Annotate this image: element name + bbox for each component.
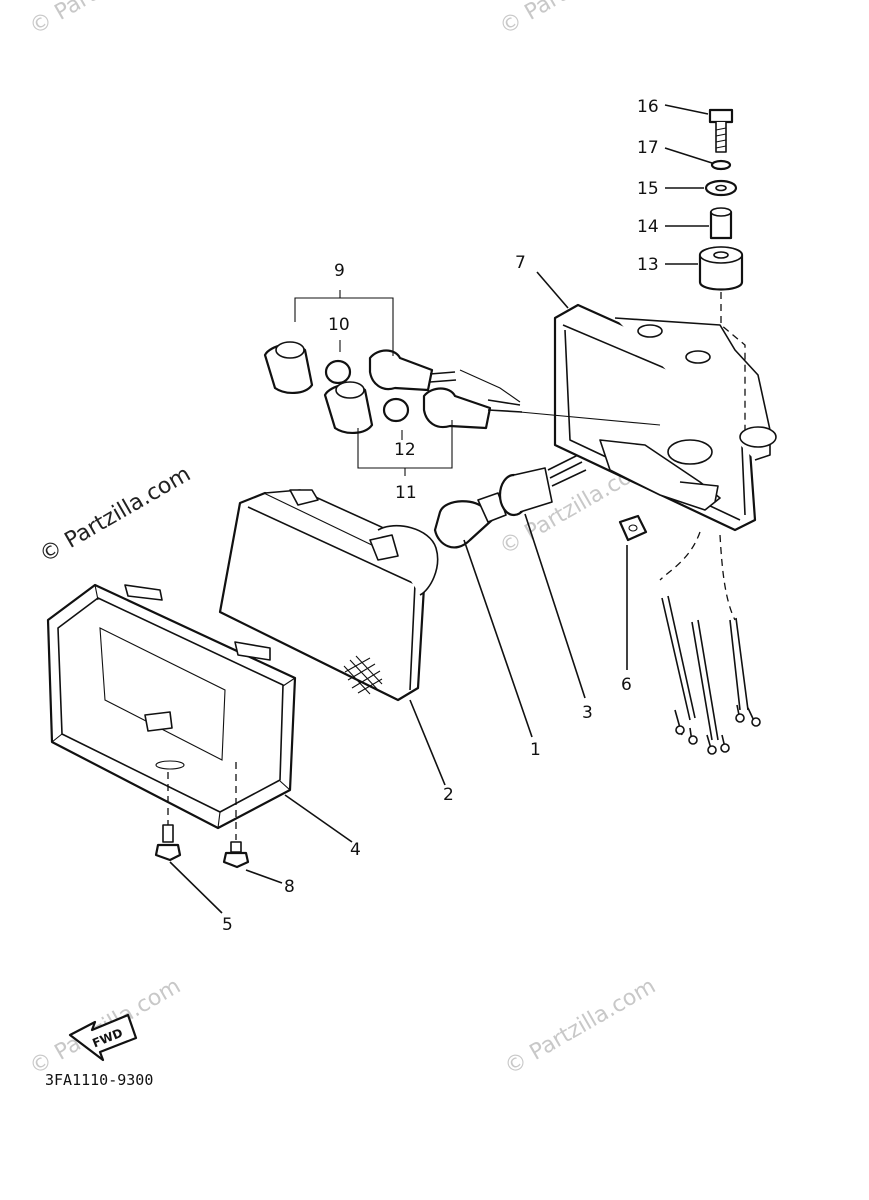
- part-4-headlight-bezel: [46, 583, 297, 830]
- callout-4: 4: [350, 840, 361, 860]
- part-code: 3FA1110-9300: [45, 1071, 153, 1089]
- callout-13: 13: [637, 255, 659, 275]
- callout-15: 15: [637, 179, 659, 199]
- callout-7: 7: [515, 253, 526, 273]
- watermark-top-left: © Partzilla.com: [26, 0, 186, 40]
- parts-9-12-position-lamps: [263, 290, 661, 476]
- callout-2: 2: [443, 785, 454, 805]
- leader-lines: [169, 104, 713, 914]
- lens-hatch-pattern: [343, 655, 383, 695]
- part-2-headlight-lens-unit: [218, 489, 439, 702]
- watermark-bottom-right: © Partzilla.com: [501, 974, 661, 1081]
- callout-9: 9: [334, 261, 345, 281]
- part-3-bulb-socket: [498, 454, 587, 517]
- wiring-harness: [659, 531, 761, 755]
- watermark-main: © Partzilla.com: [36, 462, 196, 569]
- callout-16: 17: [637, 138, 659, 158]
- parts-13-17-mount-hardware: [698, 108, 746, 430]
- callout-11: 11: [395, 483, 417, 503]
- part-7-headlight-housing: [553, 303, 777, 532]
- callout-6: 6: [621, 675, 632, 695]
- callout-12: 12: [394, 440, 416, 460]
- callout-1: 1: [530, 740, 541, 760]
- part-1-bulb: [433, 492, 507, 549]
- callout-3: 3: [582, 703, 593, 723]
- watermark-top-right: © Partzilla.com: [496, 0, 656, 40]
- callout-8: 8: [284, 877, 295, 897]
- callout-14: 14: [637, 217, 659, 237]
- callout-5: 5: [222, 915, 233, 935]
- parts-5-8-screws: [154, 762, 250, 869]
- callout-numbers: 1 2 3 4 5 6 7 8 9 10 11 12 13 14 15 17 1…: [222, 97, 659, 935]
- part-6-clip: [618, 514, 648, 542]
- callout-17: 16: [637, 97, 659, 117]
- callout-10: 10: [328, 315, 350, 335]
